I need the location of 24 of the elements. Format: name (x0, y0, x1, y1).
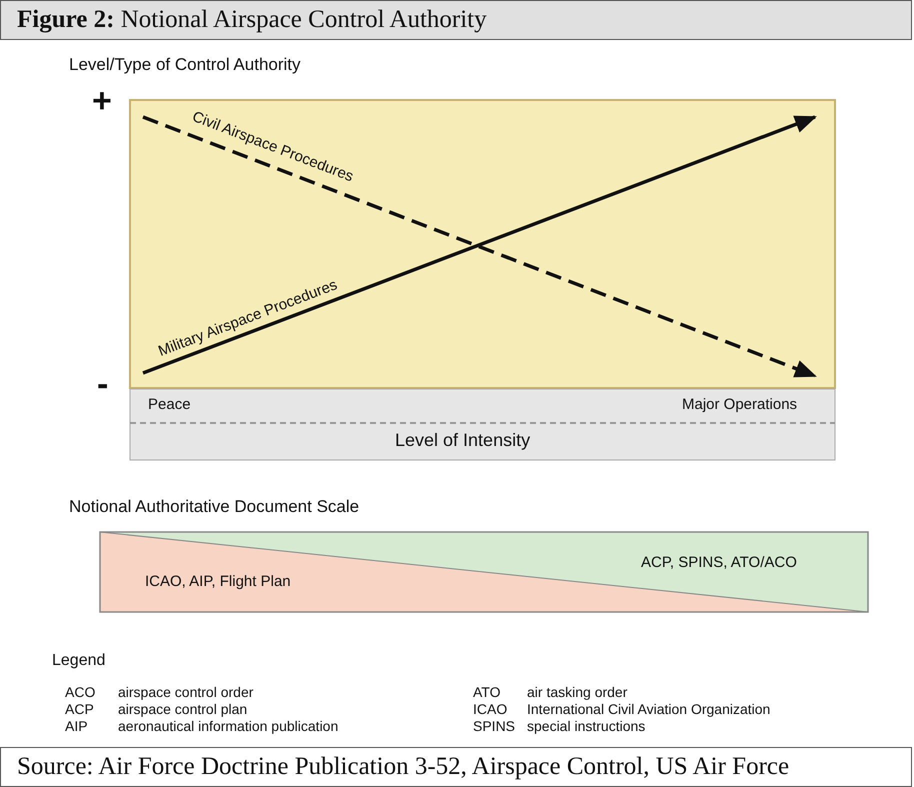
abbreviation-definition: special instructions (527, 718, 646, 734)
minus-sign: - (97, 365, 108, 404)
abbreviation-definition: air tasking order (527, 684, 628, 700)
abbreviation: AIP (65, 718, 88, 734)
abbreviation-definition: aeronautical information publication (118, 718, 338, 734)
axis-title: Level of Intensity (395, 430, 530, 451)
legend-title: Legend (52, 652, 106, 670)
abbreviation: SPINS (473, 718, 516, 734)
axis-label: Major Operations (682, 396, 798, 413)
abbreviation-definition: airspace control plan (118, 701, 248, 717)
scale-label: ICAO, AIP, Flight Plan (145, 573, 291, 590)
abbreviation: ACO (65, 684, 96, 700)
figure-title: Figure 2: Notional Airspace Control Authority (0, 0, 912, 40)
plus-sign: + (92, 82, 112, 121)
source-caption: Source: Air Force Doctrine Publication 3-52, Airspace Control, US Air Force (0, 747, 912, 787)
abbreviation: ATO (473, 684, 500, 700)
abbreviation: ICAO (473, 701, 508, 717)
scale-label: ACP, SPINS, ATO/ACO (641, 554, 797, 571)
axis-label: Peace (148, 396, 191, 413)
abbreviation-definition: International Civil Aviation Organization (527, 701, 770, 717)
scale-title: Notional Authoritative Document Scale (69, 497, 360, 517)
abbreviation: ACP (65, 701, 94, 717)
axis-title: Level/Type of Control Authority (69, 55, 301, 75)
abbreviation-definition: airspace control order (118, 684, 254, 700)
